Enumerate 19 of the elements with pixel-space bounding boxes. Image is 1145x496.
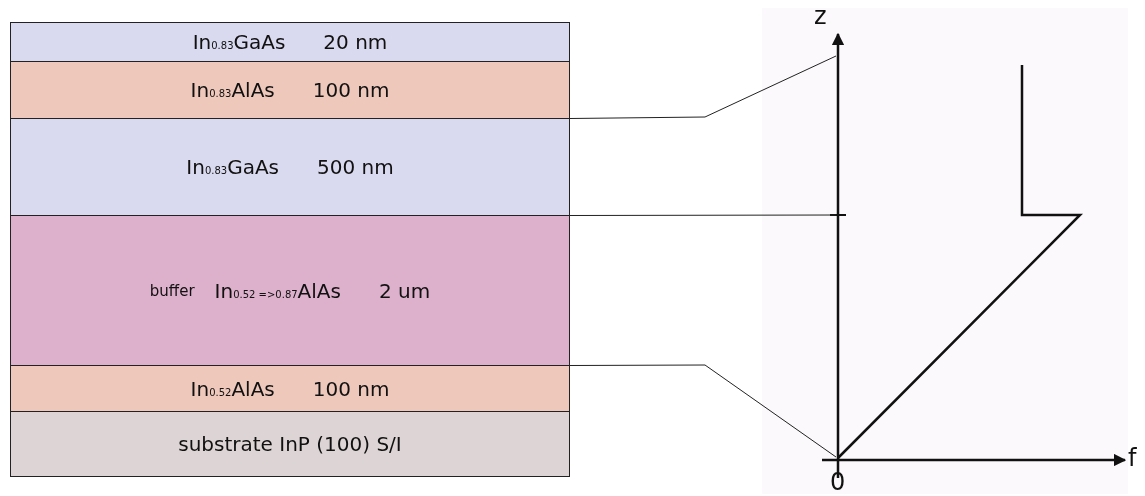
axis-label: f bbox=[1128, 446, 1137, 470]
layer-label: 2 um bbox=[378, 278, 431, 303]
layer-band bbox=[10, 365, 570, 413]
axis-label: 0 bbox=[830, 470, 846, 494]
leader-line bbox=[569, 55, 837, 119]
layer-label: 500 nm bbox=[317, 155, 394, 180]
layer-band bbox=[10, 118, 570, 217]
layer-label: substrate InP (100) S/I bbox=[178, 431, 402, 456]
layer-label: 100 nm bbox=[312, 376, 390, 401]
layer-band bbox=[10, 411, 570, 477]
axis-label: z bbox=[814, 4, 827, 28]
layer-band bbox=[10, 61, 570, 120]
layer-label: 100 nm bbox=[312, 78, 390, 103]
layer-label: 20 nm bbox=[323, 30, 388, 55]
leader-line bbox=[569, 364, 837, 458]
leader-line bbox=[569, 214, 837, 216]
layer-band bbox=[10, 215, 570, 367]
layer-band bbox=[10, 22, 570, 63]
layer-label: buffer bbox=[149, 281, 195, 300]
